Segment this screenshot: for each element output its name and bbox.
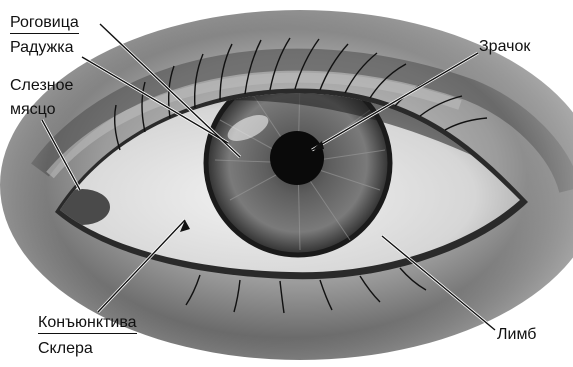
label-cornea: Роговица (10, 13, 79, 34)
label-sclera: Склера (38, 339, 93, 358)
label-caruncle-line2: мясцо (10, 100, 56, 119)
label-iris: Радужка (10, 38, 74, 57)
label-pupil: Зрачок (479, 37, 530, 56)
label-caruncle-line1: Слезное (10, 76, 73, 95)
label-limbus: Лимб (497, 325, 536, 344)
label-conjunctiva: Конъюнктива (38, 313, 137, 334)
